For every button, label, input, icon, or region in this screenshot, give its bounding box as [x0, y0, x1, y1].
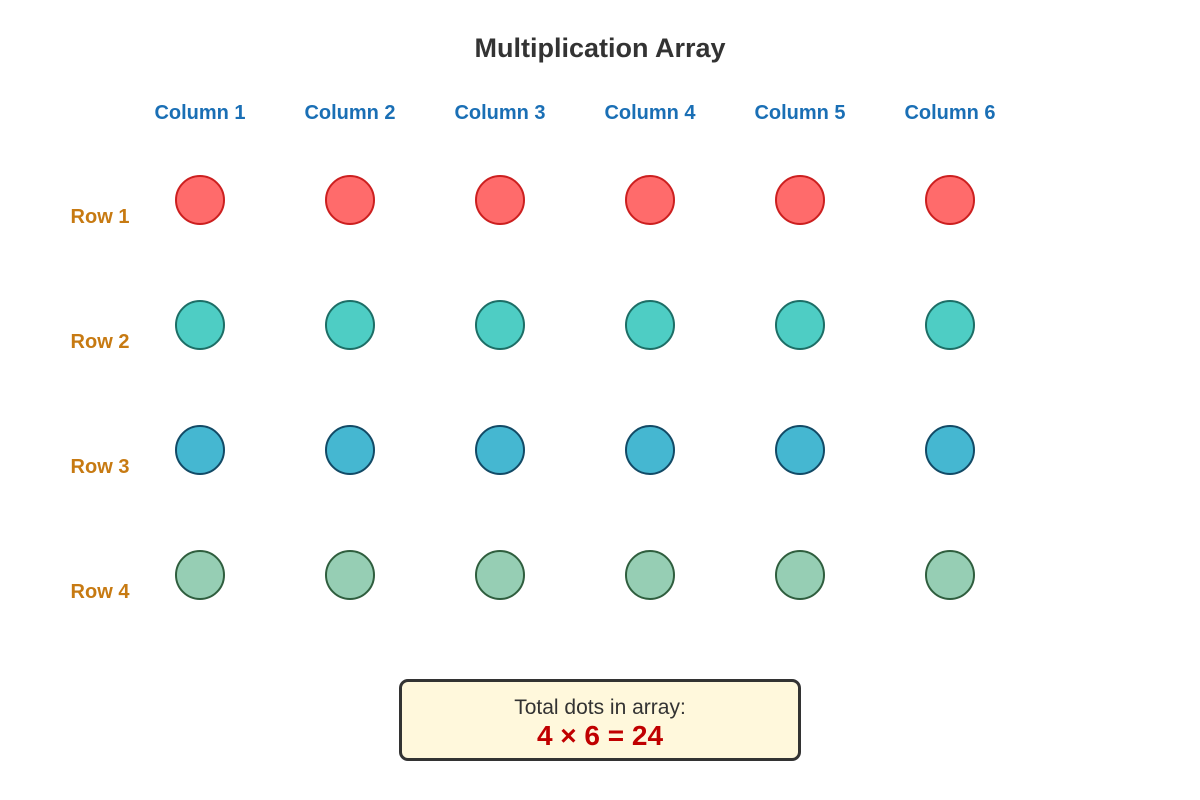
column-header-2: Column 2	[304, 102, 396, 124]
dot-r1-c6	[925, 175, 975, 225]
column-header-5: Column 5	[754, 102, 846, 124]
dot-r4-c2	[325, 550, 375, 600]
dot-r2-c3	[475, 300, 525, 350]
column-header-1: Column 1	[154, 102, 246, 124]
summary-box: Total dots in array: 4 × 6 = 24	[399, 679, 801, 761]
row-label-3: Row 3	[70, 456, 130, 478]
dot-r4-c6	[925, 550, 975, 600]
dot-r2-c2	[325, 300, 375, 350]
row-label-1: Row 1	[70, 206, 130, 228]
dot-r1-c1	[175, 175, 225, 225]
dot-r1-c3	[475, 175, 525, 225]
page-title: Multiplication Array	[474, 33, 726, 63]
dot-r2-c1	[175, 300, 225, 350]
summary-label: Total dots in array:	[514, 696, 686, 719]
summary-equation: 4 × 6 = 24	[536, 720, 664, 751]
dot-r3-c4	[625, 425, 675, 475]
dot-r1-c2	[325, 175, 375, 225]
row-label-2: Row 2	[70, 331, 130, 353]
dot-r3-c1	[175, 425, 225, 475]
dot-r2-c5	[775, 300, 825, 350]
dot-r3-c2	[325, 425, 375, 475]
dot-r4-c1	[175, 550, 225, 600]
dot-r1-c5	[775, 175, 825, 225]
dot-r4-c4	[625, 550, 675, 600]
dot-r2-c6	[925, 300, 975, 350]
dot-r1-c4	[625, 175, 675, 225]
dot-r4-c5	[775, 550, 825, 600]
dot-r3-c3	[475, 425, 525, 475]
row-label-4: Row 4	[70, 581, 130, 603]
column-header-6: Column 6	[904, 102, 996, 124]
dot-r4-c3	[475, 550, 525, 600]
column-header-3: Column 3	[454, 102, 546, 124]
dot-r3-c6	[925, 425, 975, 475]
column-header-4: Column 4	[604, 102, 696, 124]
dot-r2-c4	[625, 300, 675, 350]
dot-r3-c5	[775, 425, 825, 475]
